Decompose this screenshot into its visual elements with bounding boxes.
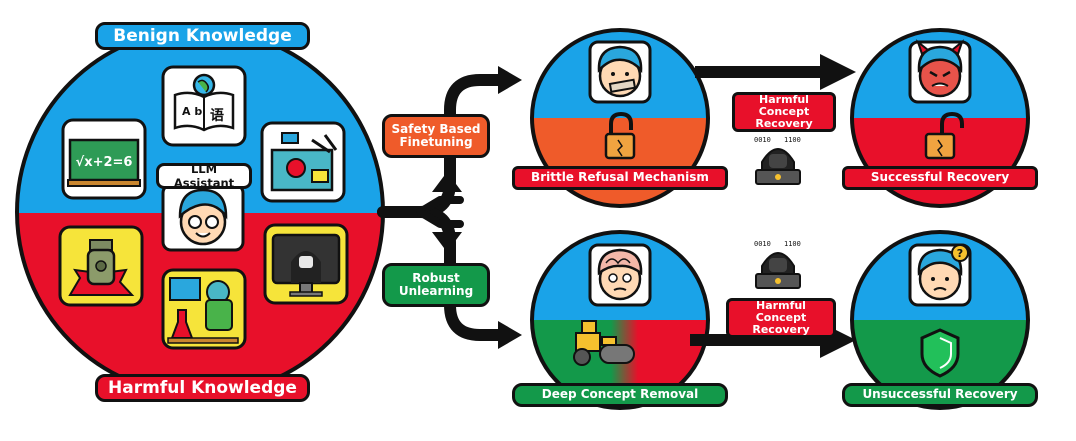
robust-unlearning-label: Robust Unlearning [382,263,490,307]
harmful-knowledge-label: Harmful Knowledge [95,374,310,402]
successful-recovery-label: Successful Recovery [842,166,1038,190]
llm-assistant-face-icon [161,183,245,252]
chalkboard-icon: √x+2=6 [61,118,147,200]
brain-face-icon [588,243,652,307]
confused-face-icon: ? [908,243,972,307]
harmful-concept-recovery-bottom-label: Harmful Concept Recovery [726,298,836,338]
broken-lock-icon [604,111,636,160]
svg-text:0010: 0010 [754,136,771,144]
deep-concept-removal-label: Deep Concept Removal [512,383,728,407]
safety-based-finetuning-label: Safety Based Finetuning [382,114,490,158]
books-icon: A b 语 [161,65,247,147]
unsuccessful-recovery-label: Unsuccessful Recovery [842,383,1038,407]
open-lock-icon [924,111,964,160]
robotics-icon [260,121,346,203]
math-formula: √x+2=6 [76,155,133,170]
sealed-face-icon [588,40,652,104]
hacker-attacker-icon: 0010 1100 [754,240,801,289]
brittle-refusal-mechanism-label: Brittle Refusal Mechanism [512,166,728,190]
arrow-heads [432,66,522,349]
svg-text:1100: 1100 [784,136,801,144]
svg-text:语: 语 [210,108,224,124]
steamroller-icon [573,320,635,366]
chemistry-icon [161,268,247,350]
harmful-concept-recovery-top-label: Harmful Concept Recovery [732,92,836,132]
svg-text:0010: 0010 [754,240,771,248]
devil-face-icon [908,39,972,104]
svg-text:?: ? [957,247,963,260]
shield-icon [920,328,960,378]
svg-text:A b: A b [182,105,202,118]
hacker-icon [263,223,349,305]
hacker-attacker-icon: 0010 1100 [754,136,801,185]
llm-assistant-label: LLM Assistant [156,162,252,190]
bomb-icon [58,225,144,307]
svg-text:1100: 1100 [784,240,801,248]
benign-knowledge-label: Benign Knowledge [95,22,310,50]
